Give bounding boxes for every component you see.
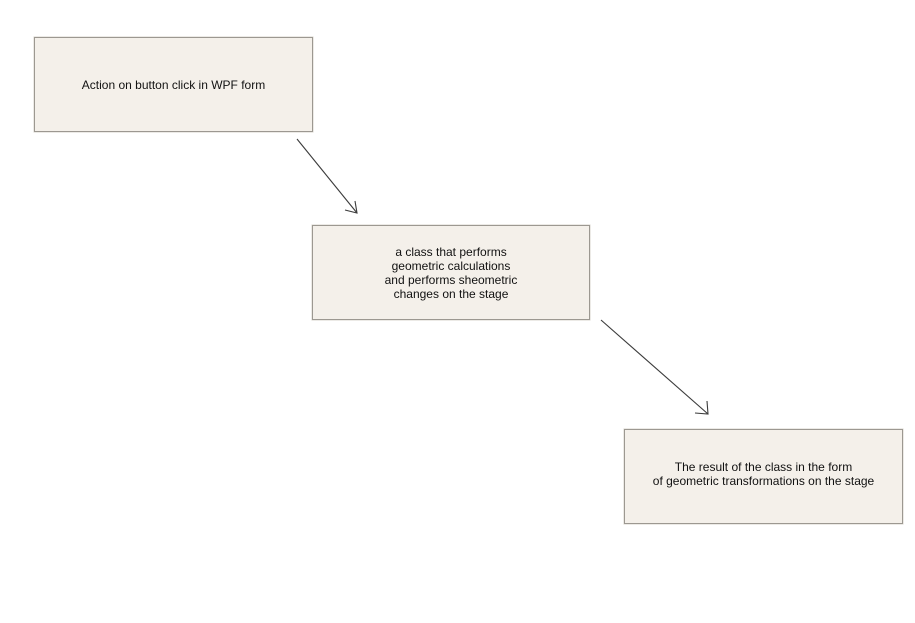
box-geometry-class: a class that performs geometric calculat… [312, 225, 590, 320]
box-result-transformations-text: The result of the class in the form of g… [625, 460, 902, 488]
box-text-line: and performs sheometric [384, 273, 518, 287]
box-text-line: of geometric transformations on the stag… [652, 474, 875, 488]
box-text-line: geometric calculations [391, 259, 511, 273]
arrow-head [694, 400, 709, 415]
box-text-line: The result of the class in the form [674, 460, 853, 474]
box-text-line: Action on button click in WPF form [81, 78, 266, 92]
box-wpf-button-action-text: Action on button click in WPF form [35, 78, 312, 92]
arrow-box1-to-box2 [296, 138, 358, 214]
arrow-shaft [296, 138, 358, 214]
arrow-box2-to-box3 [600, 319, 709, 415]
arrow-head [344, 200, 358, 214]
box-wpf-button-action: Action on button click in WPF form [34, 37, 313, 132]
box-geometry-class-text: a class that performs geometric calculat… [313, 245, 589, 301]
box-text-line: a class that performs [395, 245, 507, 259]
box-text-line: changes on the stage [393, 287, 509, 301]
arrow-shaft [600, 319, 709, 415]
box-result-transformations: The result of the class in the form of g… [624, 429, 903, 524]
